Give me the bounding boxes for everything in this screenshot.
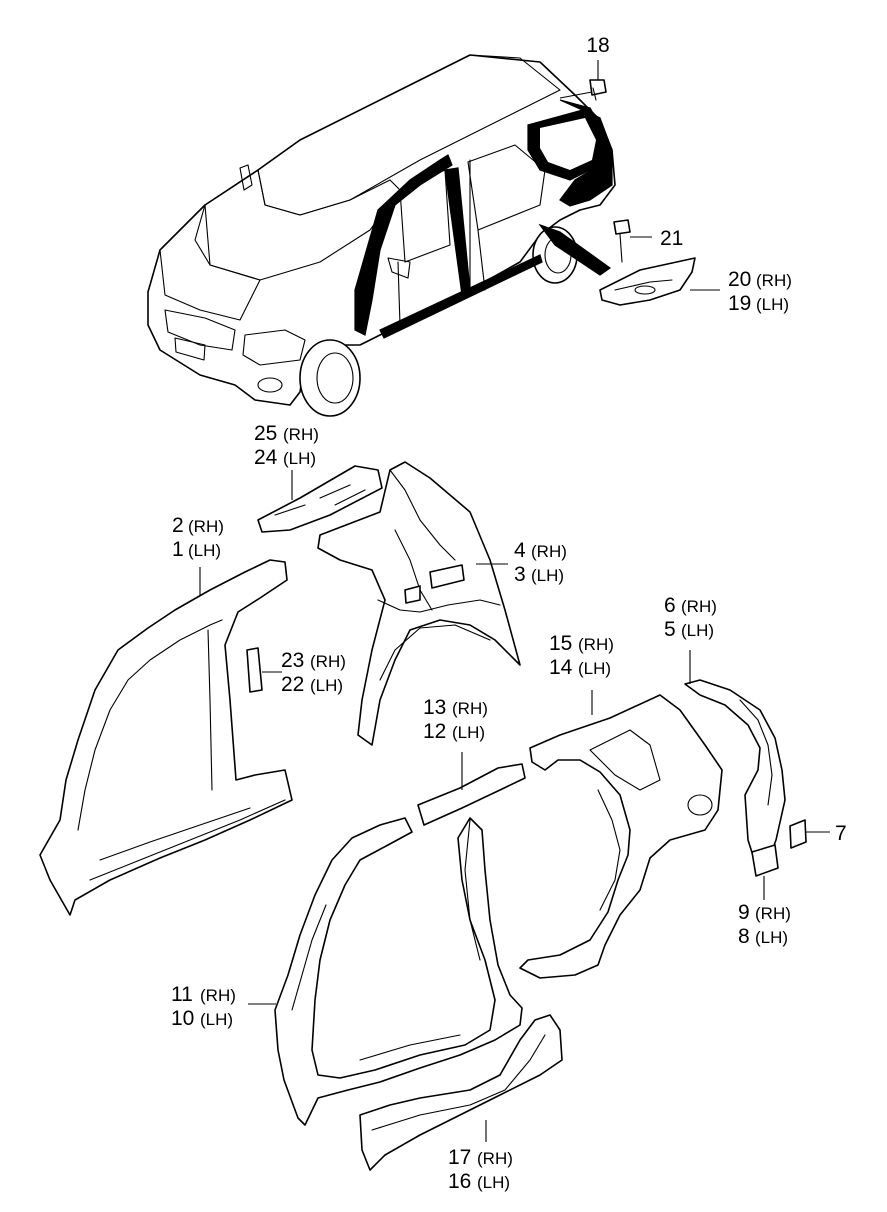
callout-number: 11 — [171, 983, 193, 1006]
callout-side: (RH) — [283, 425, 319, 444]
callout-20-19: 20 (RH) 19 (LH) — [728, 268, 792, 315]
side-outer-front-part-10-11 — [274, 817, 523, 1126]
callout-side: (RH) — [756, 271, 792, 290]
callout-2-1: 2 (RH) 1 (LH) — [172, 514, 224, 561]
callout-number: 21 — [660, 227, 683, 250]
callout-number: 10 — [171, 1007, 194, 1030]
callout-number: 15 — [549, 632, 572, 655]
callout-number: 6 — [664, 594, 676, 617]
bracket-part-8-9 — [751, 844, 779, 877]
callout-side: (RH) — [310, 652, 346, 671]
callout-number: 3 — [514, 563, 526, 586]
callout-18: 18 — [586, 34, 609, 57]
callout-number: 17 — [448, 1146, 471, 1169]
vehicle-illustration — [147, 54, 616, 417]
callout-number: 24 — [254, 446, 278, 469]
callout-side: (RH) — [188, 517, 224, 536]
callout-side: (LH) — [477, 1173, 510, 1192]
roof-rail-outer-part-12-13 — [417, 763, 526, 826]
side-inner-part-1-2 — [39, 559, 293, 916]
callout-number: 2 — [172, 514, 184, 537]
roof-rail-part-24-25 — [257, 465, 383, 533]
callout-side: (LH) — [310, 676, 343, 695]
callout-number: 19 — [728, 292, 751, 315]
callout-side: (RH) — [531, 542, 567, 561]
callout-number: 1 — [172, 538, 184, 561]
callout-number: 25 — [254, 422, 277, 445]
callout-side: (LH) — [283, 449, 316, 468]
callout-side: (RH) — [452, 699, 488, 718]
callout-number: 23 — [281, 649, 304, 672]
callout-side: (LH) — [188, 541, 221, 560]
callout-number: 13 — [423, 696, 446, 719]
callout-number: 22 — [281, 673, 304, 696]
callout-side: (LH) — [578, 659, 611, 678]
side-outer-rear-part-14-15 — [519, 694, 723, 979]
callout-number: 7 — [835, 822, 847, 845]
bolt-part-18 — [589, 79, 607, 101]
callout-13-12: 13 (RH) 12 (LH) — [423, 696, 488, 743]
bracket-part-19-20 — [599, 257, 696, 306]
callout-side: (LH) — [756, 295, 789, 314]
pillar-bracket-part-22-23 — [246, 647, 263, 693]
callout-side: (RH) — [578, 635, 614, 654]
callout-15-14: 15 (RH) 14 (LH) — [549, 632, 614, 679]
callout-21: 21 — [660, 227, 683, 250]
callout-17-16: 17 (RH) 16 (LH) — [448, 1146, 513, 1193]
callout-side: (LH) — [200, 1010, 233, 1029]
callout-number: 9 — [738, 901, 750, 924]
callout-number: 20 — [728, 268, 751, 291]
callout-side: (LH) — [681, 621, 714, 640]
callout-number: 16 — [448, 1170, 471, 1193]
quarter-inner-part-3-4 — [317, 461, 521, 746]
callout-side: (LH) — [755, 928, 788, 947]
callout-side: (RH) — [200, 986, 236, 1005]
callout-25-24: 25 (RH) 24 (LH) — [254, 422, 319, 469]
callout-side: (RH) — [681, 597, 717, 616]
callout-side: (LH) — [531, 566, 564, 585]
callout-number: 5 — [664, 618, 676, 641]
callout-number: 18 — [586, 34, 609, 57]
callout-11-10: 11 (RH) 10 (LH) — [171, 983, 236, 1030]
callout-9-8: 9 (RH) 8 (LH) — [738, 901, 791, 948]
callout-number: 14 — [549, 656, 573, 679]
callout-side: (RH) — [477, 1149, 513, 1168]
callout-number: 4 — [514, 539, 526, 562]
callout-7: 7 — [835, 822, 847, 845]
callout-side: (RH) — [755, 904, 791, 923]
callout-side: (LH) — [452, 723, 485, 742]
plate-part-7 — [789, 819, 807, 849]
callout-23-22: 23 (RH) 22 (LH) — [281, 649, 346, 696]
callout-6-5: 6 (RH) 5 (LH) — [664, 594, 717, 641]
callout-number: 8 — [738, 925, 750, 948]
sill-part-16-17 — [359, 1014, 563, 1171]
callout-number: 12 — [423, 720, 446, 743]
bolt-part-21 — [613, 219, 631, 263]
callout-4-3: 4 (RH) 3 (LH) — [514, 539, 567, 586]
